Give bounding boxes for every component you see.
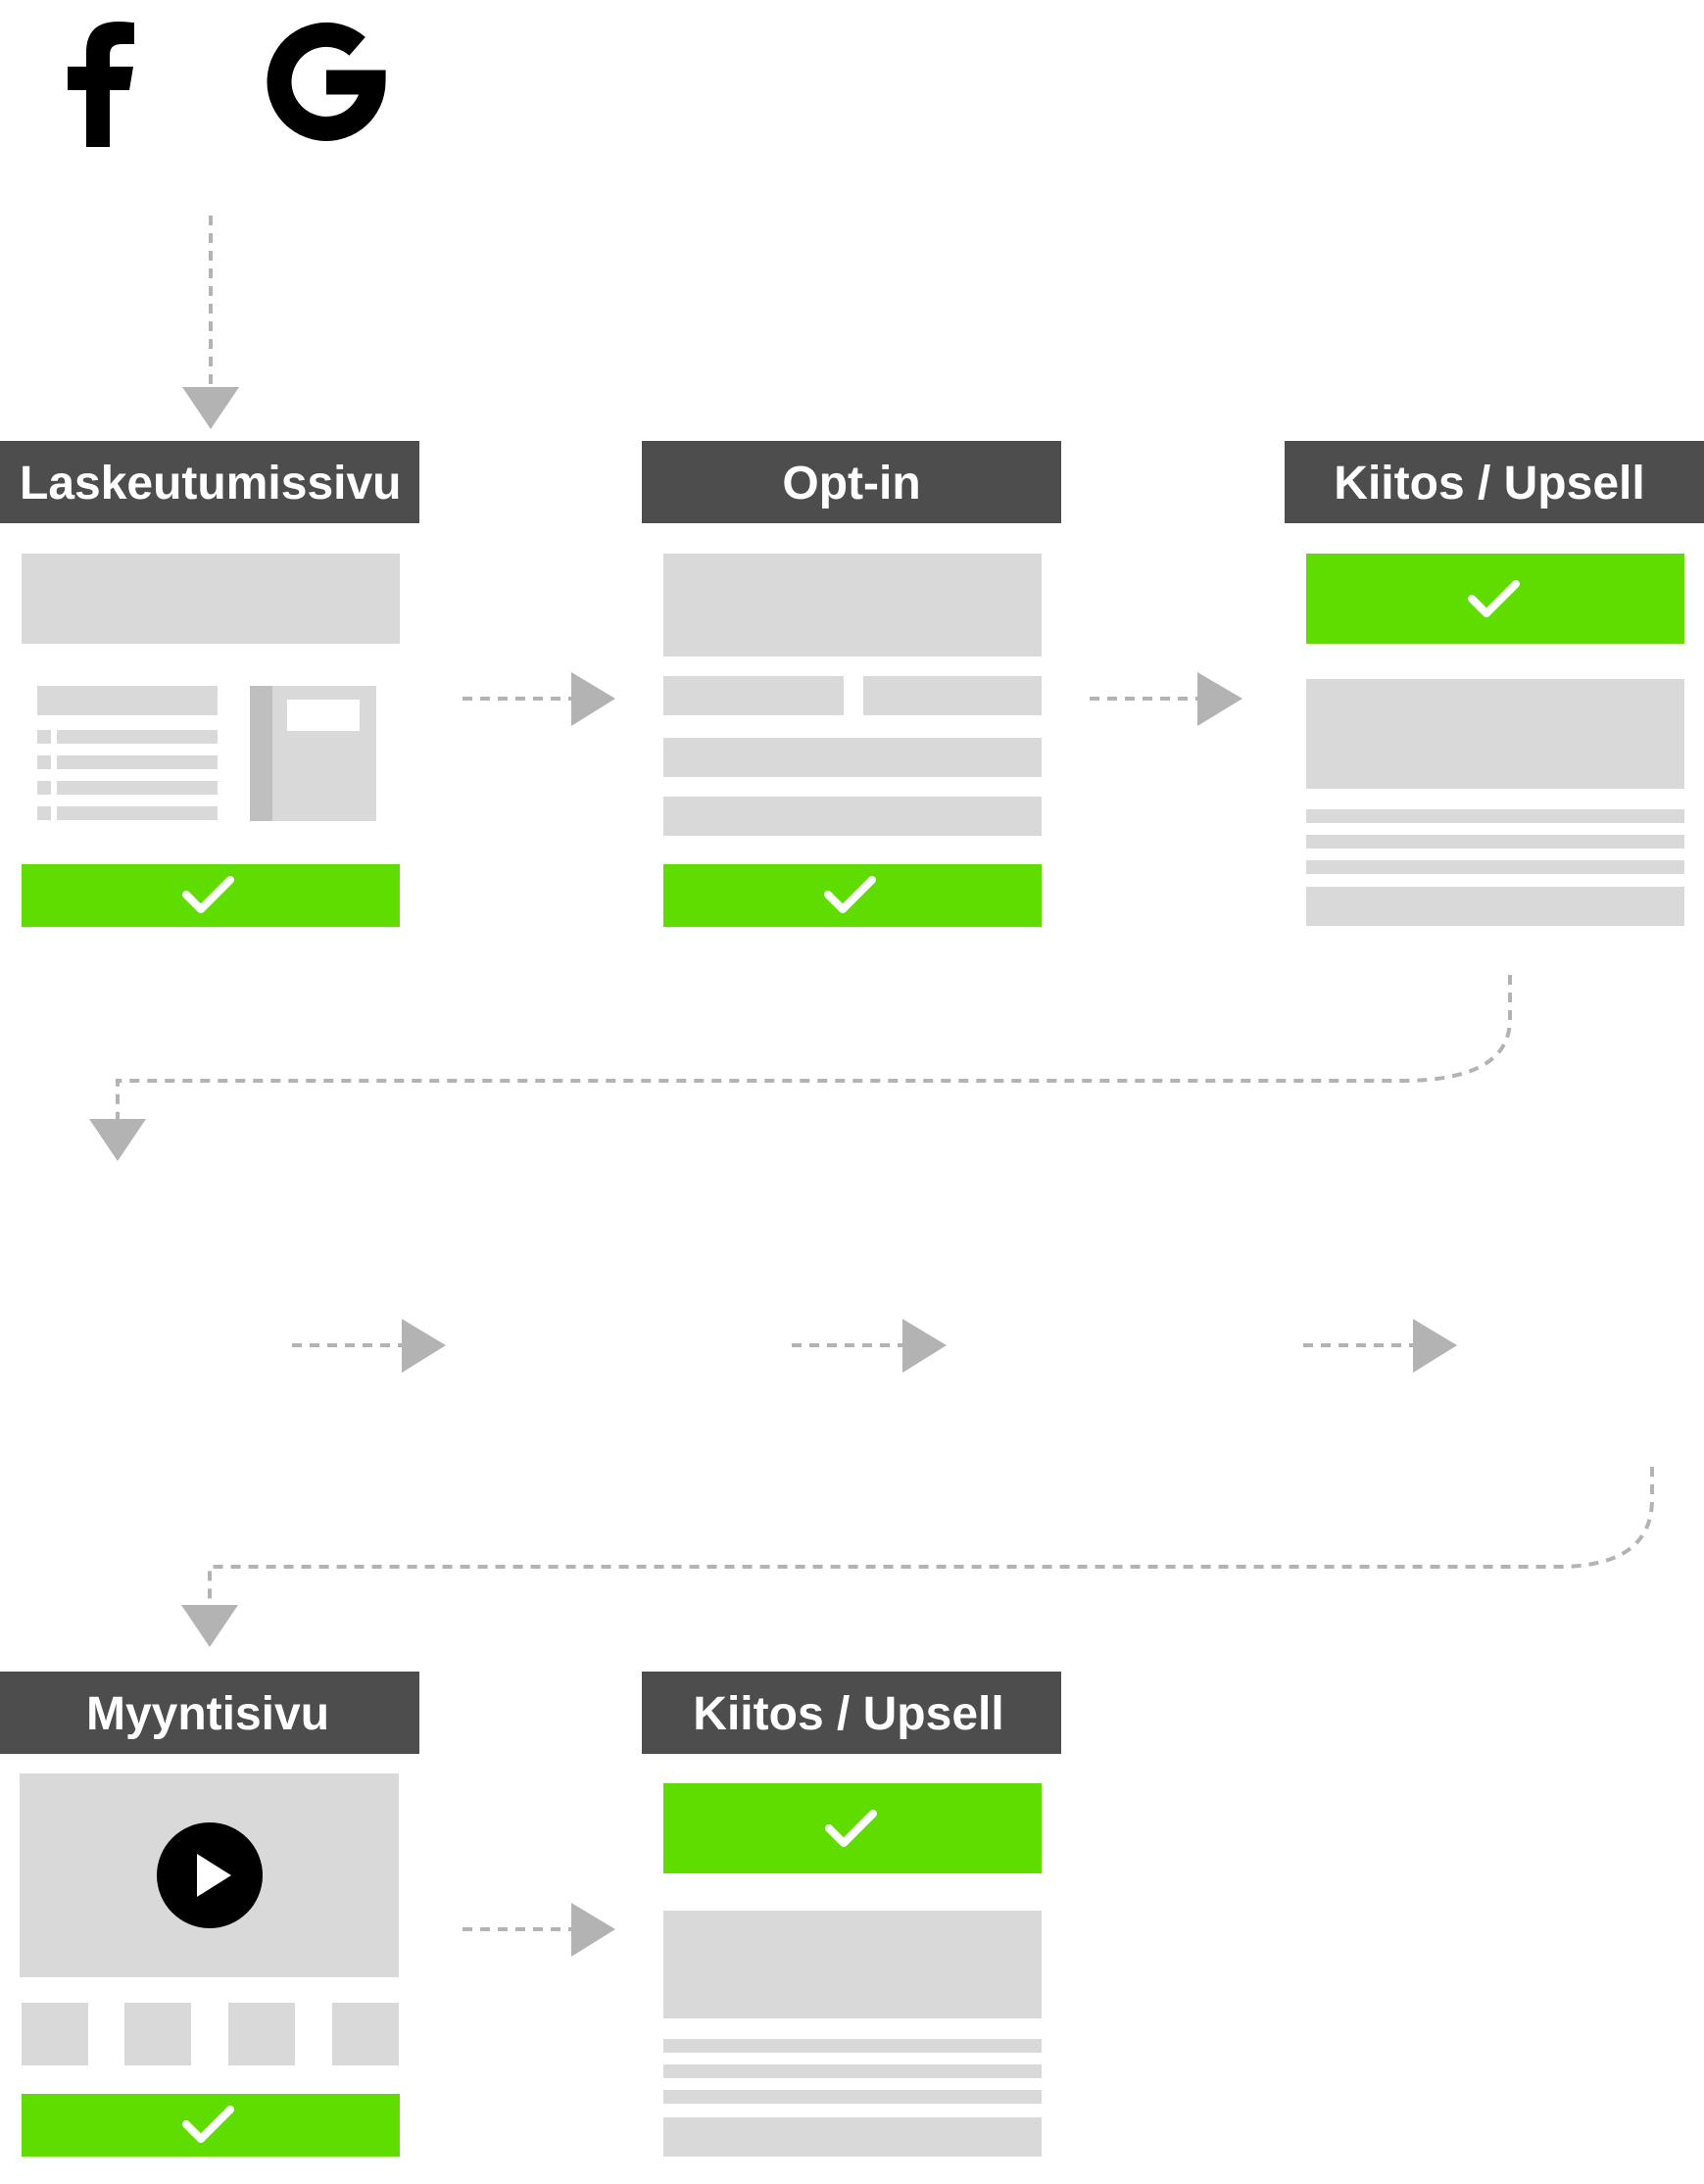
success-banner bbox=[663, 1783, 1042, 1873]
arrow-right-icon bbox=[1090, 672, 1242, 726]
page-card-opt-in: Opt-in bbox=[642, 441, 1061, 927]
feature-tile bbox=[124, 2003, 191, 2065]
ebook-cover bbox=[250, 686, 376, 821]
feature-tile bbox=[228, 2003, 295, 2065]
check-icon bbox=[824, 876, 876, 913]
connector-row1-to-row2 bbox=[89, 975, 1512, 1161]
page-title: Kiitos / Upsell bbox=[693, 1688, 1003, 1740]
page-header bbox=[642, 1672, 1061, 1754]
arrow-right-icon bbox=[792, 1319, 947, 1373]
page-title: Laskeutumissivu bbox=[20, 458, 401, 510]
hero-block bbox=[22, 554, 400, 644]
page-header bbox=[1285, 441, 1704, 523]
feature-tile bbox=[22, 2003, 88, 2065]
form-field bbox=[663, 676, 844, 715]
arrow-right-icon bbox=[463, 1903, 615, 1957]
page-title: Kiitos / Upsell bbox=[1334, 458, 1644, 510]
form-field bbox=[663, 797, 1042, 836]
form-field bbox=[663, 738, 1042, 777]
hero-block bbox=[663, 554, 1042, 656]
arrow-right-icon bbox=[1303, 1319, 1457, 1373]
connector-source-to-landing bbox=[182, 216, 239, 429]
list-heading bbox=[37, 686, 218, 715]
page-header bbox=[0, 1672, 419, 1754]
facebook-icon bbox=[68, 22, 134, 147]
page-card-laskeutumissivu: Laskeutumissivu bbox=[0, 441, 419, 927]
google-icon bbox=[267, 22, 386, 141]
form-field bbox=[863, 676, 1042, 715]
page-header bbox=[0, 441, 419, 523]
page-title: Myyntisivu bbox=[86, 1688, 329, 1740]
check-icon bbox=[182, 2106, 234, 2143]
content-block bbox=[663, 1911, 1042, 2018]
arrow-right-icon bbox=[463, 672, 615, 726]
check-icon bbox=[182, 876, 234, 913]
bullet-list bbox=[37, 730, 218, 820]
page-title: Opt-in bbox=[782, 458, 920, 510]
content-block bbox=[1306, 679, 1684, 789]
feature-tile bbox=[332, 2003, 399, 2065]
page-header bbox=[642, 441, 1061, 523]
page-card-myyntisivu: Myyntisivu bbox=[0, 1672, 419, 2157]
arrow-right-icon bbox=[292, 1319, 446, 1373]
check-icon bbox=[1468, 580, 1520, 617]
check-icon bbox=[825, 1810, 877, 1847]
success-banner bbox=[1306, 554, 1684, 644]
page-card-kiitos-upsell: Kiitos / Upsell bbox=[1285, 441, 1704, 926]
connector-row2-to-row3 bbox=[181, 1467, 1654, 1647]
page-card-kiitos-upsell-2: Kiitos / Upsell bbox=[642, 1672, 1061, 2157]
